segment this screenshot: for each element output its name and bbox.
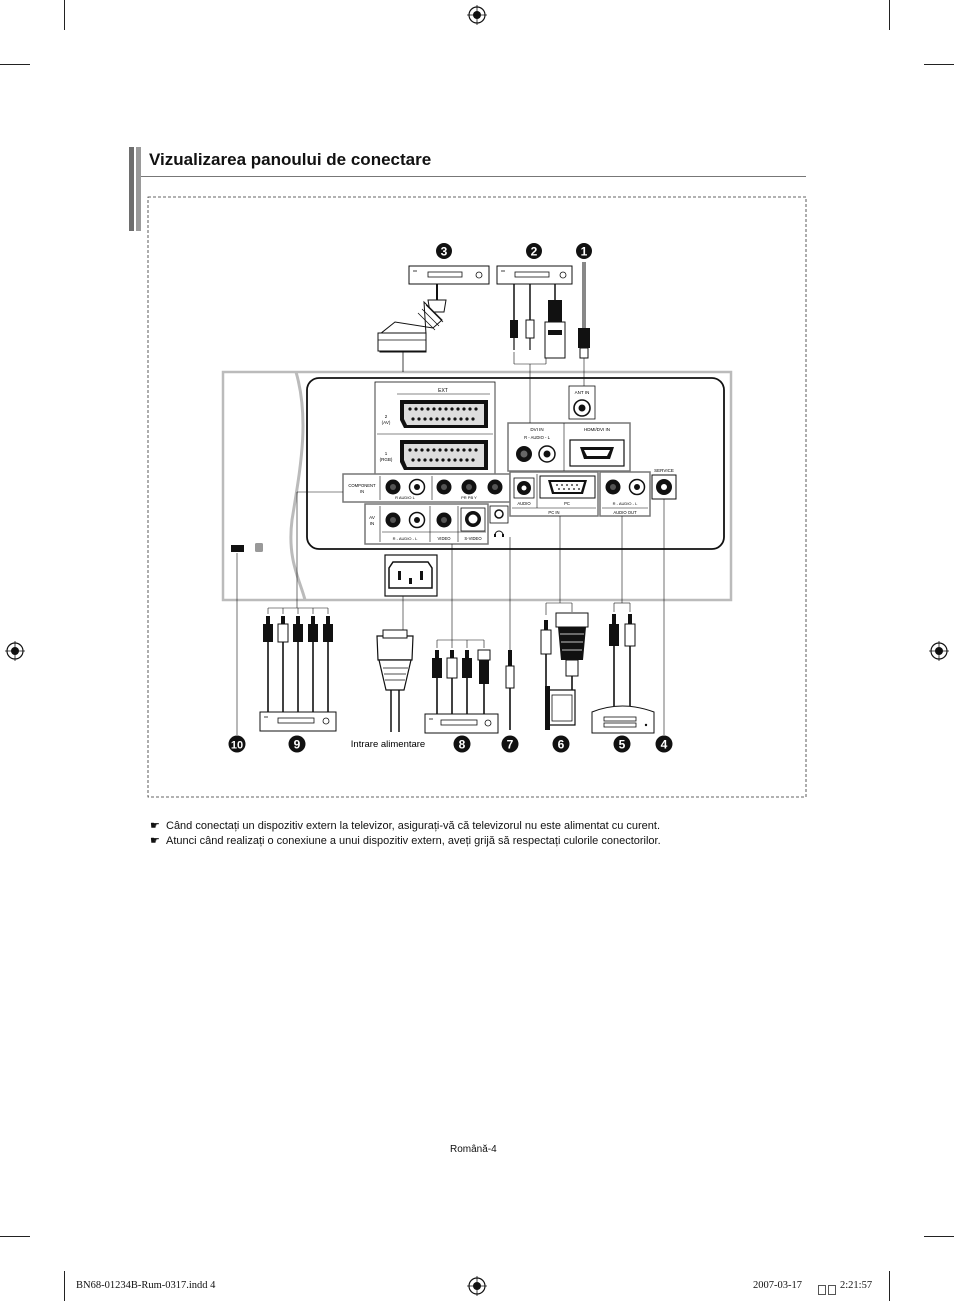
label-ext: EXT [438, 388, 448, 394]
svg-text:COMPONENT: COMPONENT [348, 483, 376, 488]
svg-text:IN: IN [360, 489, 364, 494]
registration-mark-icon [467, 5, 487, 25]
callout-9: 9 [294, 738, 301, 752]
svg-text:(AV): (AV) [382, 420, 391, 425]
svg-text:AV: AV [369, 515, 375, 520]
svg-text:2: 2 [385, 414, 388, 419]
section-title: Vizualizarea panoului de conectare [149, 150, 432, 169]
crop-mark [64, 0, 65, 30]
label-ant-in: ANT IN [575, 390, 590, 395]
label-dvi-in: DVI IN [530, 427, 543, 432]
callout-2: 2 [531, 245, 538, 259]
connection-panel-diagram: EXT 2 (AV) 1 (RGB) ANT IN DVI IN R - AUD… [147, 196, 807, 798]
pointing-hand-icon: ☛ [150, 820, 160, 832]
crop-mark [889, 0, 890, 30]
label-pc-in: PC IN [548, 510, 559, 515]
label-component-audio: R AUDIO L [395, 495, 416, 500]
callout-8: 8 [459, 738, 466, 752]
label-component-video: PR PB Y [461, 495, 477, 500]
registration-mark-icon [467, 1276, 487, 1296]
crop-mark [64, 1271, 65, 1301]
label-hdmi-dvi-in: HDMI/DVI IN [584, 427, 610, 432]
note-item: ☛ Când conectați un dispozitiv extern la … [150, 819, 660, 832]
crop-mark [0, 1236, 30, 1237]
note-text: Atunci când realizați o conexiune a unui… [166, 835, 661, 847]
callout-1: 1 [581, 245, 588, 259]
power-input-label: Intrare alimentare [351, 739, 425, 750]
registration-mark-icon [5, 641, 25, 661]
label-pc-audio: AUDIO [517, 501, 531, 506]
label-service: SERVICE [654, 468, 674, 473]
svg-text:(RGB): (RGB) [380, 457, 393, 462]
label-s-video: S-VIDEO [464, 536, 482, 541]
callout-4: 4 [661, 738, 668, 752]
registration-mark-icon [929, 641, 949, 661]
svg-text:1: 1 [385, 451, 388, 456]
callout-10: 10 [231, 740, 243, 752]
print-file-name: BN68-01234B-Rum-0317.indd 4 [76, 1280, 216, 1291]
crop-mark [0, 64, 30, 65]
note-text: Când conectați un dispozitiv extern la t… [166, 820, 661, 832]
crop-mark [889, 1271, 890, 1301]
label-av-audio: R - AUDIO - L [393, 536, 418, 541]
label-dvi-audio: R - AUDIO - L [524, 435, 550, 440]
page-number: Română-4 [450, 1144, 497, 1155]
label-video: VIDEO [437, 536, 451, 541]
svg-text:IN: IN [370, 521, 375, 526]
callout-5: 5 [619, 738, 626, 752]
crop-mark [924, 64, 954, 65]
title-accent-bar [136, 147, 141, 231]
label-audio-out-lr: R - AUDIO - L [613, 501, 638, 506]
print-time: 2:21:57 [840, 1280, 873, 1291]
crop-mark [924, 1236, 954, 1237]
title-divider [141, 176, 806, 177]
label-pc: PC [564, 501, 570, 506]
pointing-hand-icon: ☛ [150, 835, 160, 847]
title-accent-bar [129, 147, 134, 231]
note-item: ☛ Atunci când realizați o conexiune a unu… [150, 834, 661, 847]
callout-3: 3 [441, 245, 448, 259]
label-audio-out: AUDIO OUT [613, 510, 637, 515]
callout-7: 7 [507, 738, 514, 752]
unknown-glyph-boxes [818, 1282, 838, 1295]
print-date: 2007-03-17 [753, 1280, 802, 1291]
callout-6: 6 [558, 738, 565, 752]
